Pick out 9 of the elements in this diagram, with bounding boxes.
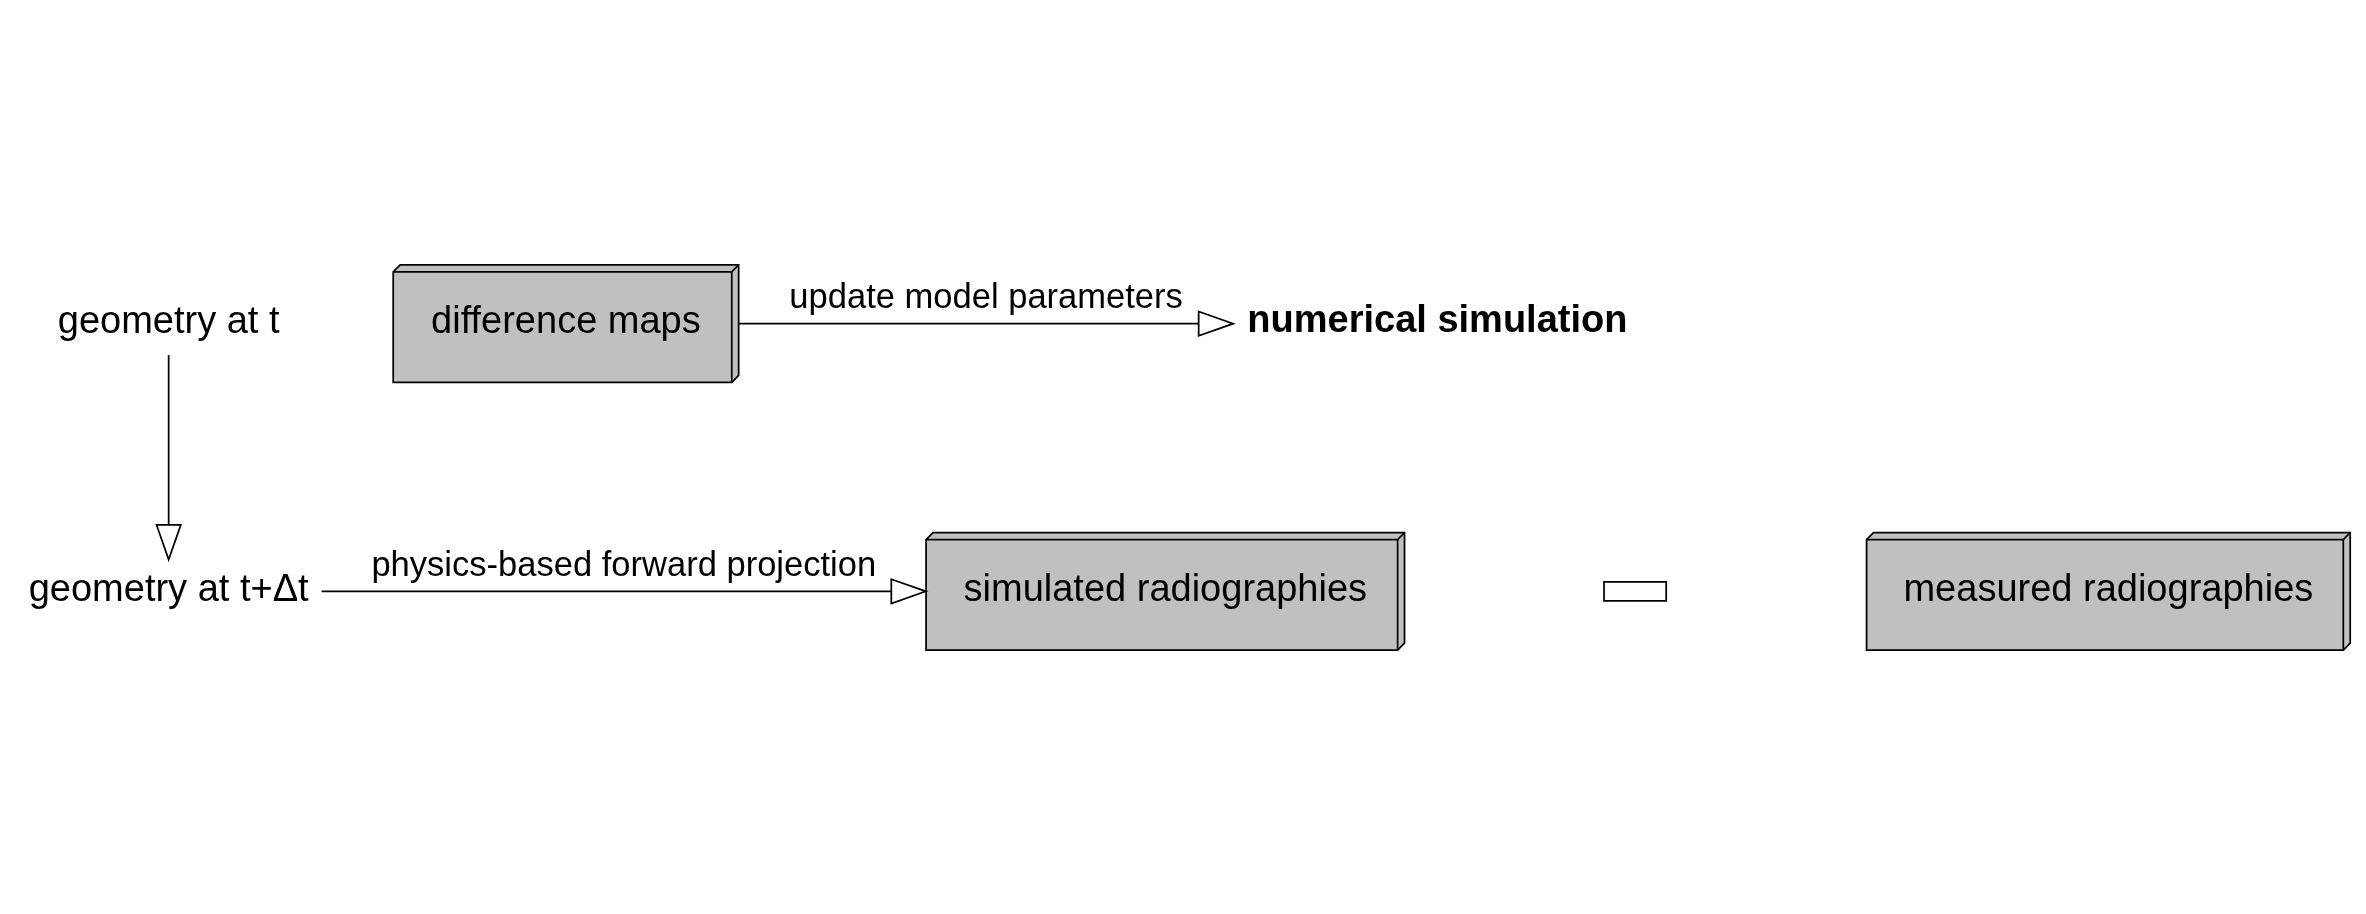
edge-label: update model parameters	[789, 276, 1183, 315]
node-bar	[1603, 580, 1668, 602]
node-text: geometry at t	[57, 298, 280, 341]
edge-label: physics-based forward projection	[371, 544, 877, 583]
arrow	[738, 309, 1236, 337]
node-text: geometry at t+Δt	[28, 566, 309, 609]
arrow	[155, 353, 182, 562]
node-text: numerical simulation	[1247, 297, 1628, 340]
arrow	[320, 577, 929, 605]
